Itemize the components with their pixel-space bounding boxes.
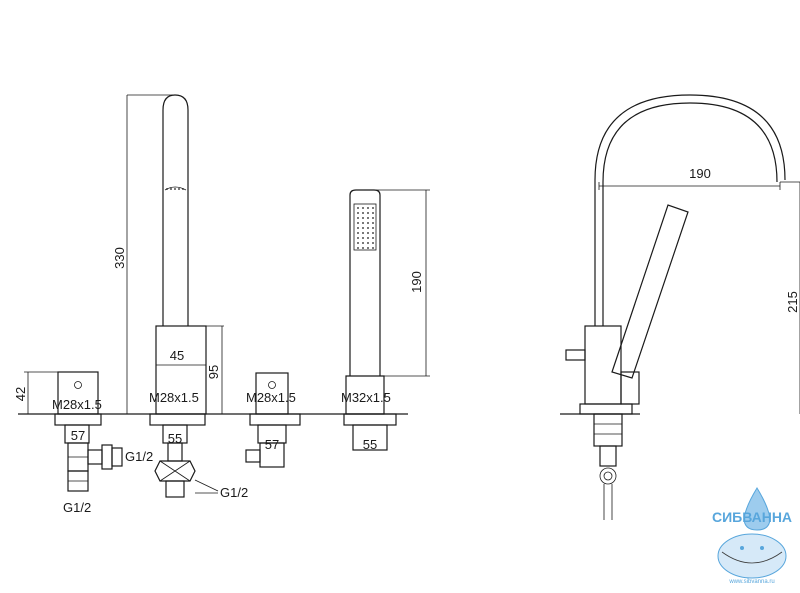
dim-190-hand-label: 190 [409,271,424,293]
dim-190-spout-label: 190 [689,166,711,181]
water-drop-icon [743,487,771,531]
dim-330-label: 330 [112,247,127,269]
diverter-unit [126,94,224,498]
connection-label-1: G1/2 [125,449,153,464]
dim-42-label: 42 [13,387,28,401]
logo-text: СИБВАННА [712,509,792,525]
connection-label-3: G1/2 [220,485,248,500]
sibvanna-logo: СИБВАННА www.sibvanna.ru [712,487,792,585]
dim-45-label: 45 [170,348,184,363]
dim-215-label: 215 [785,291,800,313]
hand-shower-unit [343,189,430,451]
thread-label-3: M28x1.5 [246,390,296,405]
valve-unit-2 [245,372,301,468]
logo-url: www.sibvanna.ru [728,579,774,585]
shower-head-dots [166,188,374,249]
width-label-2: 55 [168,431,182,446]
width-label-3: 57 [265,437,279,452]
bathtub-icon [717,533,787,579]
width-label-4: 55 [363,437,377,452]
thread-label-1: M28x1.5 [52,397,102,412]
thread-label-2: M28x1.5 [149,390,199,405]
width-label-1: 57 [71,428,85,443]
spout-side-view [560,94,800,520]
connection-label-2: G1/2 [63,500,91,515]
thread-label-4: M32x1.5 [341,390,391,405]
valve-unit-1 [24,371,123,492]
dim-95-label: 95 [206,365,221,379]
